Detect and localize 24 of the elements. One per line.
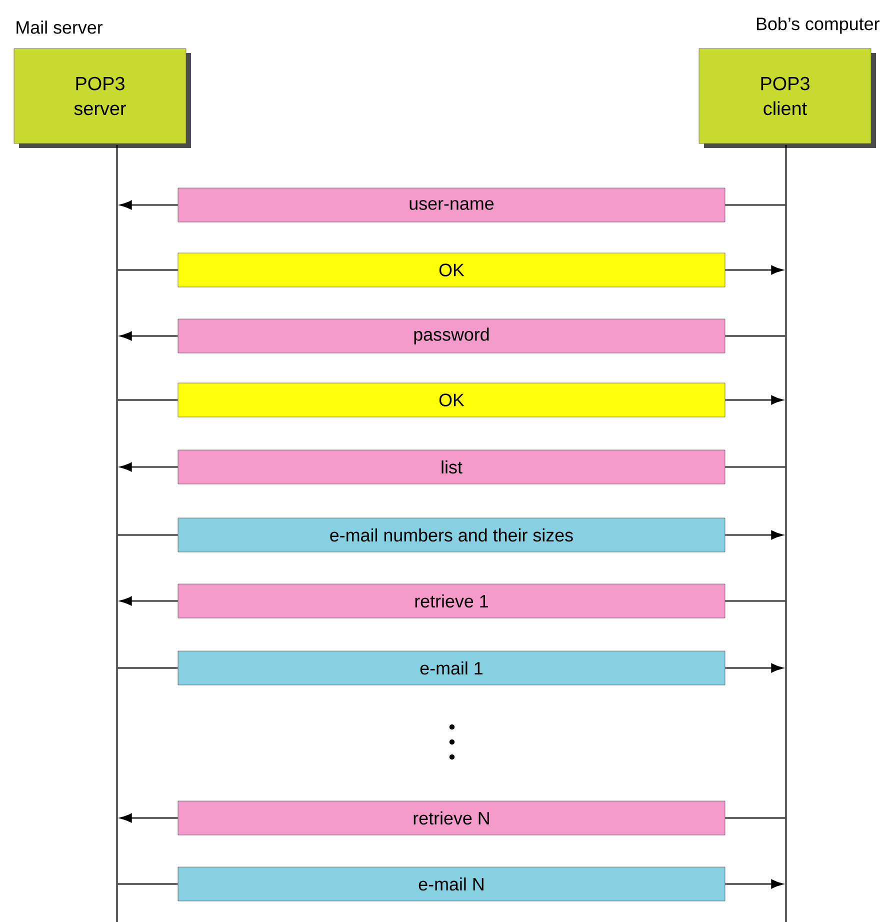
arrow — [725, 879, 784, 889]
arrow — [725, 530, 784, 540]
message-bar: retrieve 1 — [178, 584, 726, 618]
message-bar: user-name — [178, 188, 726, 222]
arrow — [725, 663, 784, 673]
actor-box: POP3 server — [14, 48, 191, 148]
message-bar: OK — [178, 382, 726, 418]
actor-caption: Mail server — [16, 20, 103, 34]
arrow — [120, 596, 178, 606]
message-bar: password — [178, 318, 726, 354]
arrow — [120, 462, 178, 472]
arrow — [120, 331, 178, 341]
actor-caption: Bob’s computer — [757, 17, 880, 34]
message-bar: e-mail numbers and their sizes — [178, 518, 726, 552]
arrow — [725, 265, 784, 275]
message-bar: retrieve N — [178, 800, 726, 836]
message-bar: e-mail 1 — [178, 650, 726, 686]
actor-box: POP3 client — [698, 48, 876, 148]
arrow — [725, 395, 784, 405]
message-bar: list — [178, 450, 726, 484]
arrow — [120, 813, 178, 823]
message-bar: OK — [178, 252, 726, 288]
message-bar: e-mail N — [178, 866, 726, 902]
arrow — [120, 200, 178, 210]
